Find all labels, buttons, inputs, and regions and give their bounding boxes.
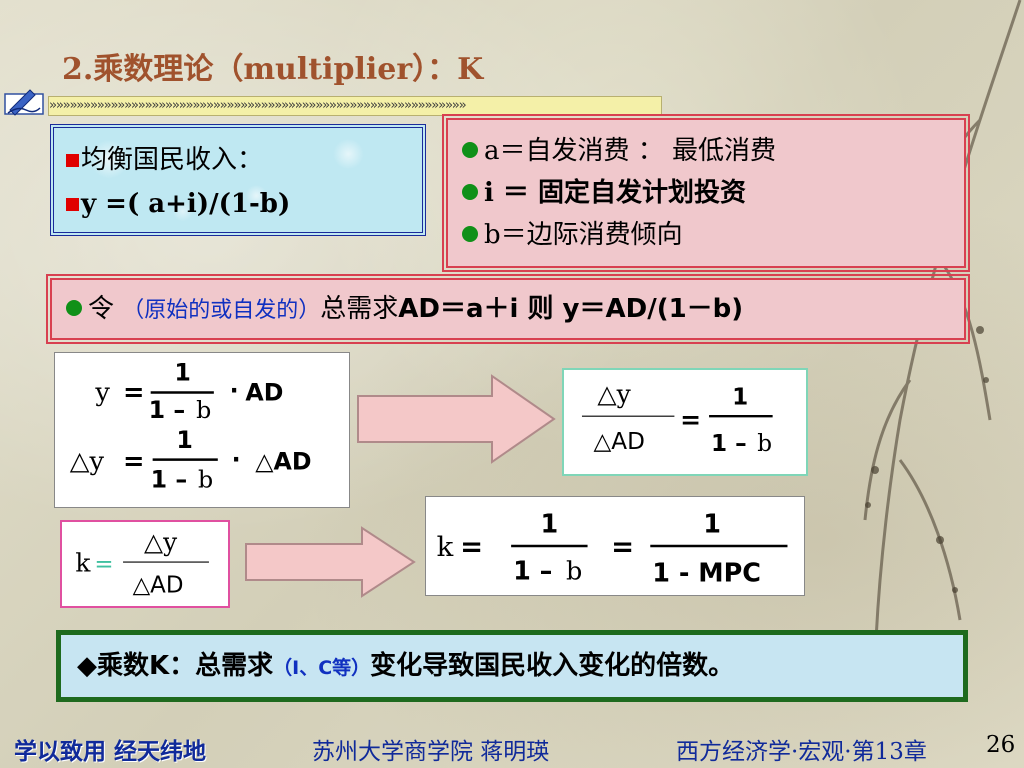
formula1b-dad: △AD [255,447,311,475]
equilibrium-line-1: 均衡国民收入： [66,138,422,182]
let-paren: （原始的或自发的） [122,298,321,323]
definitions-box: a＝自发消费 ： 最低消费 i ＝ 固定自发计划投资 b＝边际消费倾向 [442,114,970,272]
formula2-rden-b: b [757,431,772,457]
formula2-rden: 1 – [711,431,747,457]
slide-title: 2.乘数理论（multiplier）：K [62,52,484,87]
formula1-dot: · [230,376,239,404]
formula3-eq: = [94,552,113,578]
formula4-den1: 1 – [513,556,552,586]
formula3-num: △y [144,528,177,557]
formula-k-definition: k = △y △AD [60,520,230,608]
formula1b-num: 1 [176,426,192,454]
footer-motto: 学以致用 经天纬地 [14,738,207,765]
equilibrium-formula: y =( a+i)/(1-b) [81,189,291,219]
green-dot-bullet-icon [66,300,82,316]
right-arrow-icon [357,374,556,464]
formula-y-and-delta-y: y = 1 1 – b · AD △y = 1 1 – b · △AD [54,352,350,508]
summary-paren: （I、C等） [273,657,371,679]
formula2-num: △y [597,380,631,409]
let-prefix: 令 [88,294,123,324]
page-number: 26 [986,732,1016,758]
formula4-den2: 1 - MPC [652,558,761,588]
equilibrium-line-2: y =( a+i)/(1-b) [66,182,422,226]
formula1b-dy: △y [70,446,105,476]
formula2-den: △AD [594,429,645,455]
definition-b-text: b＝边际消费倾向 [484,220,683,250]
formula1b-den-b: b [198,465,213,493]
formula-k-mpc: k = 1 1 – b = 1 1 - MPC [425,496,805,596]
formula-dy-over-dad: △y △AD = 1 1 – b [562,368,808,476]
red-square-bullet-icon [66,154,79,167]
formula1b-dot: · [232,446,241,474]
equilibrium-label: 均衡国民收入： [81,145,264,175]
formula3-den: △AD [133,573,184,599]
formula1-den: 1 – [149,396,186,424]
formula1b-eq: = [123,446,144,476]
formula4-num1: 1 [541,509,559,539]
formula4-num2: 1 [703,509,721,539]
formula2-eq: = [680,405,701,434]
formula4-den1-b: b [566,556,582,586]
let-expression: AD＝a＋i 则 y＝AD/(1－b) [398,294,744,324]
formula1-eq: = [123,377,144,407]
pen-icon [4,89,44,116]
red-square-bullet-icon [66,198,79,211]
right-arrow-icon [245,526,416,598]
formula4-k: k [437,532,454,563]
definition-a: a＝自发消费 ： 最低消费 [462,130,964,172]
footer-course: 西方经济学·宏观·第13章 [676,739,927,765]
formula4-eq2: = [611,532,634,563]
aggregate-demand-box: 令 （原始的或自发的）总需求AD＝a＋i 则 y＝AD/(1－b) [46,274,970,344]
diamond-bullet-icon: ◆ [77,651,97,681]
let-middle: 总需求 [320,294,399,324]
summary-tail: 变化导致国民收入变化的倍数。 [370,651,735,681]
footer-author: 苏州大学商学院 蒋明瑛 [312,739,550,765]
summary-lead: 乘数K：总需求 [97,651,274,681]
formula4-eq1: = [460,532,483,563]
definition-a-text: a＝自发消费 ： 最低消费 [484,136,777,166]
formula1-num: 1 [174,359,190,387]
formula1-y: y [94,377,110,407]
decorative-arrow-strip: »»»»»»»»»»»»»»»»»»»»»»»»»»»»»»»»»»»»»»»»… [48,96,662,116]
formula1b-den: 1 – [151,465,188,493]
green-dot-bullet-icon [462,184,478,200]
definition-b: b＝边际消费倾向 [462,214,964,256]
green-dot-bullet-icon [462,142,478,158]
green-dot-bullet-icon [462,226,478,242]
definition-i: i ＝ 固定自发计划投资 [462,172,964,214]
formula1-ad: AD [245,378,283,406]
formula1-den-b: b [196,396,211,424]
multiplier-summary-box: ◆乘数K：总需求（I、C等）变化导致国民收入变化的倍数。 [56,630,968,702]
formula2-rnum: 1 [732,385,748,411]
equilibrium-income-box: 均衡国民收入： y =( a+i)/(1-b) [50,124,426,236]
formula3-k: k [75,549,91,578]
definition-i-text: i ＝ 固定自发计划投资 [484,178,746,208]
